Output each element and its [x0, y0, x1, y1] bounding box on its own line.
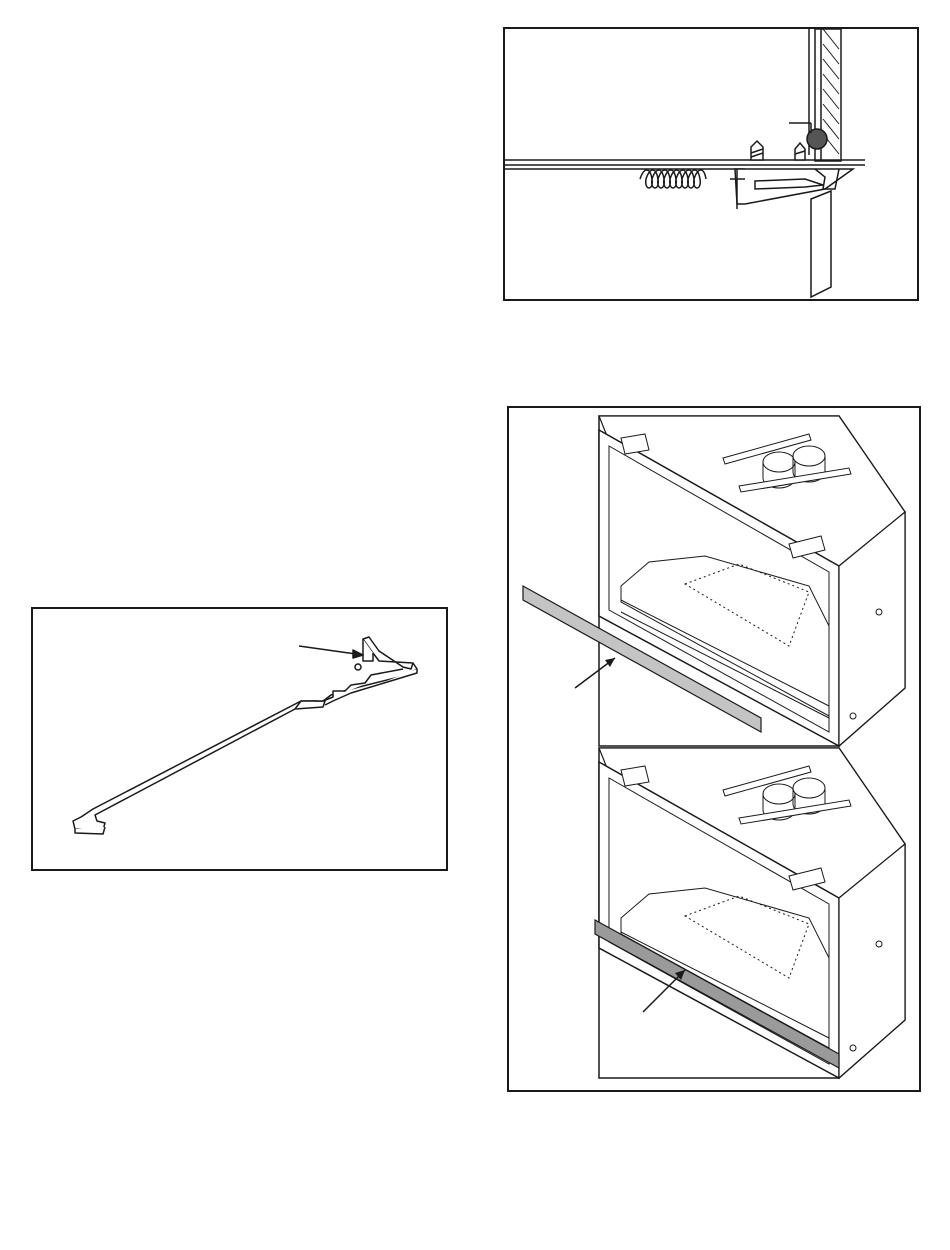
firebox-lower-view	[599, 748, 905, 1078]
latch-tool-drawing	[33, 609, 446, 869]
gasket-strip-figure	[507, 406, 921, 1092]
latch-tool-figure	[31, 607, 448, 871]
firebox-drawing	[509, 408, 919, 1090]
spring-latch-drawing	[505, 29, 917, 299]
door-latch-detail-figure	[503, 27, 919, 301]
firebox-upper-view	[599, 416, 905, 746]
